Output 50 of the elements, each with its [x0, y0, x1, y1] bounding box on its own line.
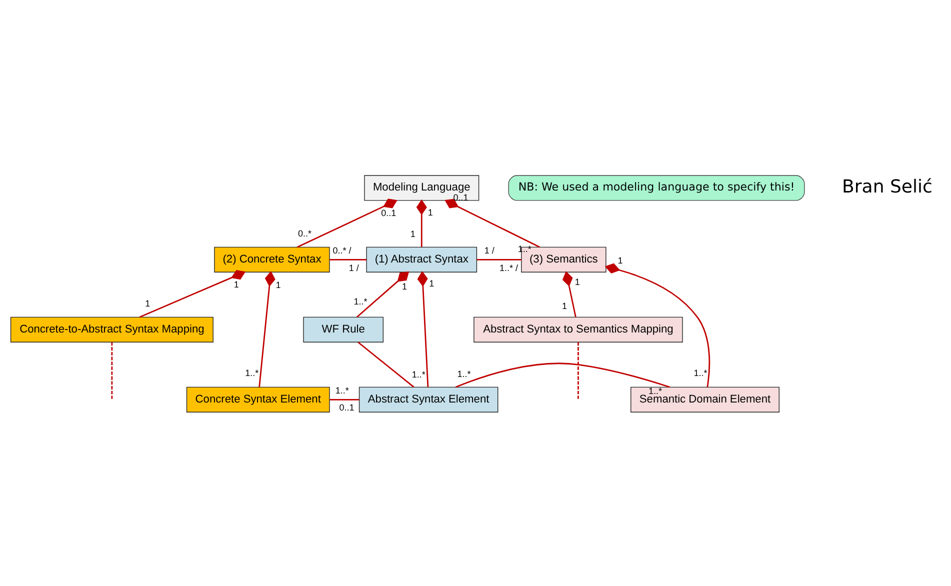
connector [330, 258, 366, 260]
label: 1 / [348, 262, 359, 272]
connector [296, 198, 398, 248]
node-box: (2) Concrete Syntax [214, 246, 330, 272]
node-box: (1) Abstract Syntax [366, 246, 478, 272]
label: 1..* [648, 386, 662, 396]
label: 1..* / [500, 262, 518, 272]
connector [416, 198, 427, 246]
label: 1..* [694, 367, 708, 378]
label: 0..* / [332, 244, 352, 255]
label: Bran Selić [842, 176, 932, 197]
connector [578, 342, 579, 398]
connector [356, 270, 410, 318]
label: 1..* [335, 384, 349, 395]
label: 0..1 [339, 402, 354, 412]
label: 1 [618, 255, 623, 266]
label: 1 [428, 206, 433, 217]
connector [476, 258, 522, 260]
node-box: NB: We used a modeling language to specify this! [508, 174, 805, 200]
label: 1..* [457, 368, 471, 378]
node-box: WF Rule [303, 316, 384, 342]
label: 1 [429, 278, 434, 288]
connector [111, 342, 113, 398]
label: 0..* [298, 228, 312, 238]
connector [358, 341, 414, 388]
connector [562, 270, 576, 317]
connector [604, 262, 710, 387]
node-box: Concrete Syntax Element [186, 386, 330, 412]
node-box: Abstract Syntax to Semantics Mapping [474, 316, 683, 342]
connector [258, 270, 276, 387]
label: 1 [574, 276, 580, 287]
connector [330, 398, 360, 400]
label: 1..* [412, 368, 426, 379]
connector [444, 198, 540, 248]
label: 0..1 [453, 192, 468, 202]
label: 1 [402, 280, 408, 291]
label: 1 [410, 228, 416, 238]
connector [417, 270, 429, 387]
connector [455, 362, 670, 388]
label: 1 / [484, 244, 494, 255]
label: 0..1 [381, 208, 396, 218]
label: 1 [145, 298, 150, 308]
label: 1 [276, 279, 281, 290]
label: 1..* [354, 296, 368, 306]
node-box: Abstract Syntax Element [358, 386, 498, 412]
label: 1 [562, 300, 568, 311]
node-box: Concrete-to-Abstract Syntax Mapping [10, 316, 214, 342]
connector [139, 269, 246, 318]
label: 1..* [245, 368, 259, 378]
label: 1 [234, 278, 239, 289]
